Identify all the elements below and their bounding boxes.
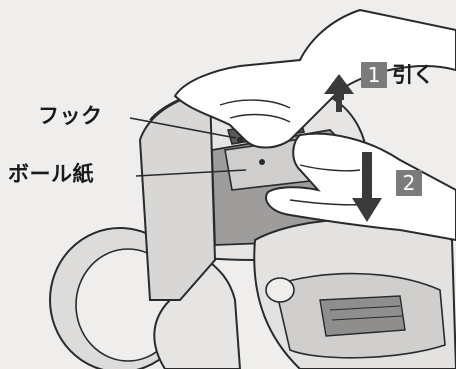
hook-label: フック: [38, 104, 103, 128]
cardboard-label: ボール紙: [8, 162, 94, 186]
step-2-badge: 2: [396, 170, 422, 196]
upper-hand: [173, 8, 456, 149]
arrow-down-icon: [352, 152, 382, 222]
step-1-badge: 1: [361, 62, 387, 88]
lower-hand: [265, 132, 456, 242]
hook-leader-line: [129, 117, 237, 139]
step-1-text: 引く: [392, 63, 434, 87]
dust-tray: [253, 218, 456, 369]
cardboard-leader-line: [135, 169, 247, 177]
arrow-up-icon: [324, 74, 354, 112]
